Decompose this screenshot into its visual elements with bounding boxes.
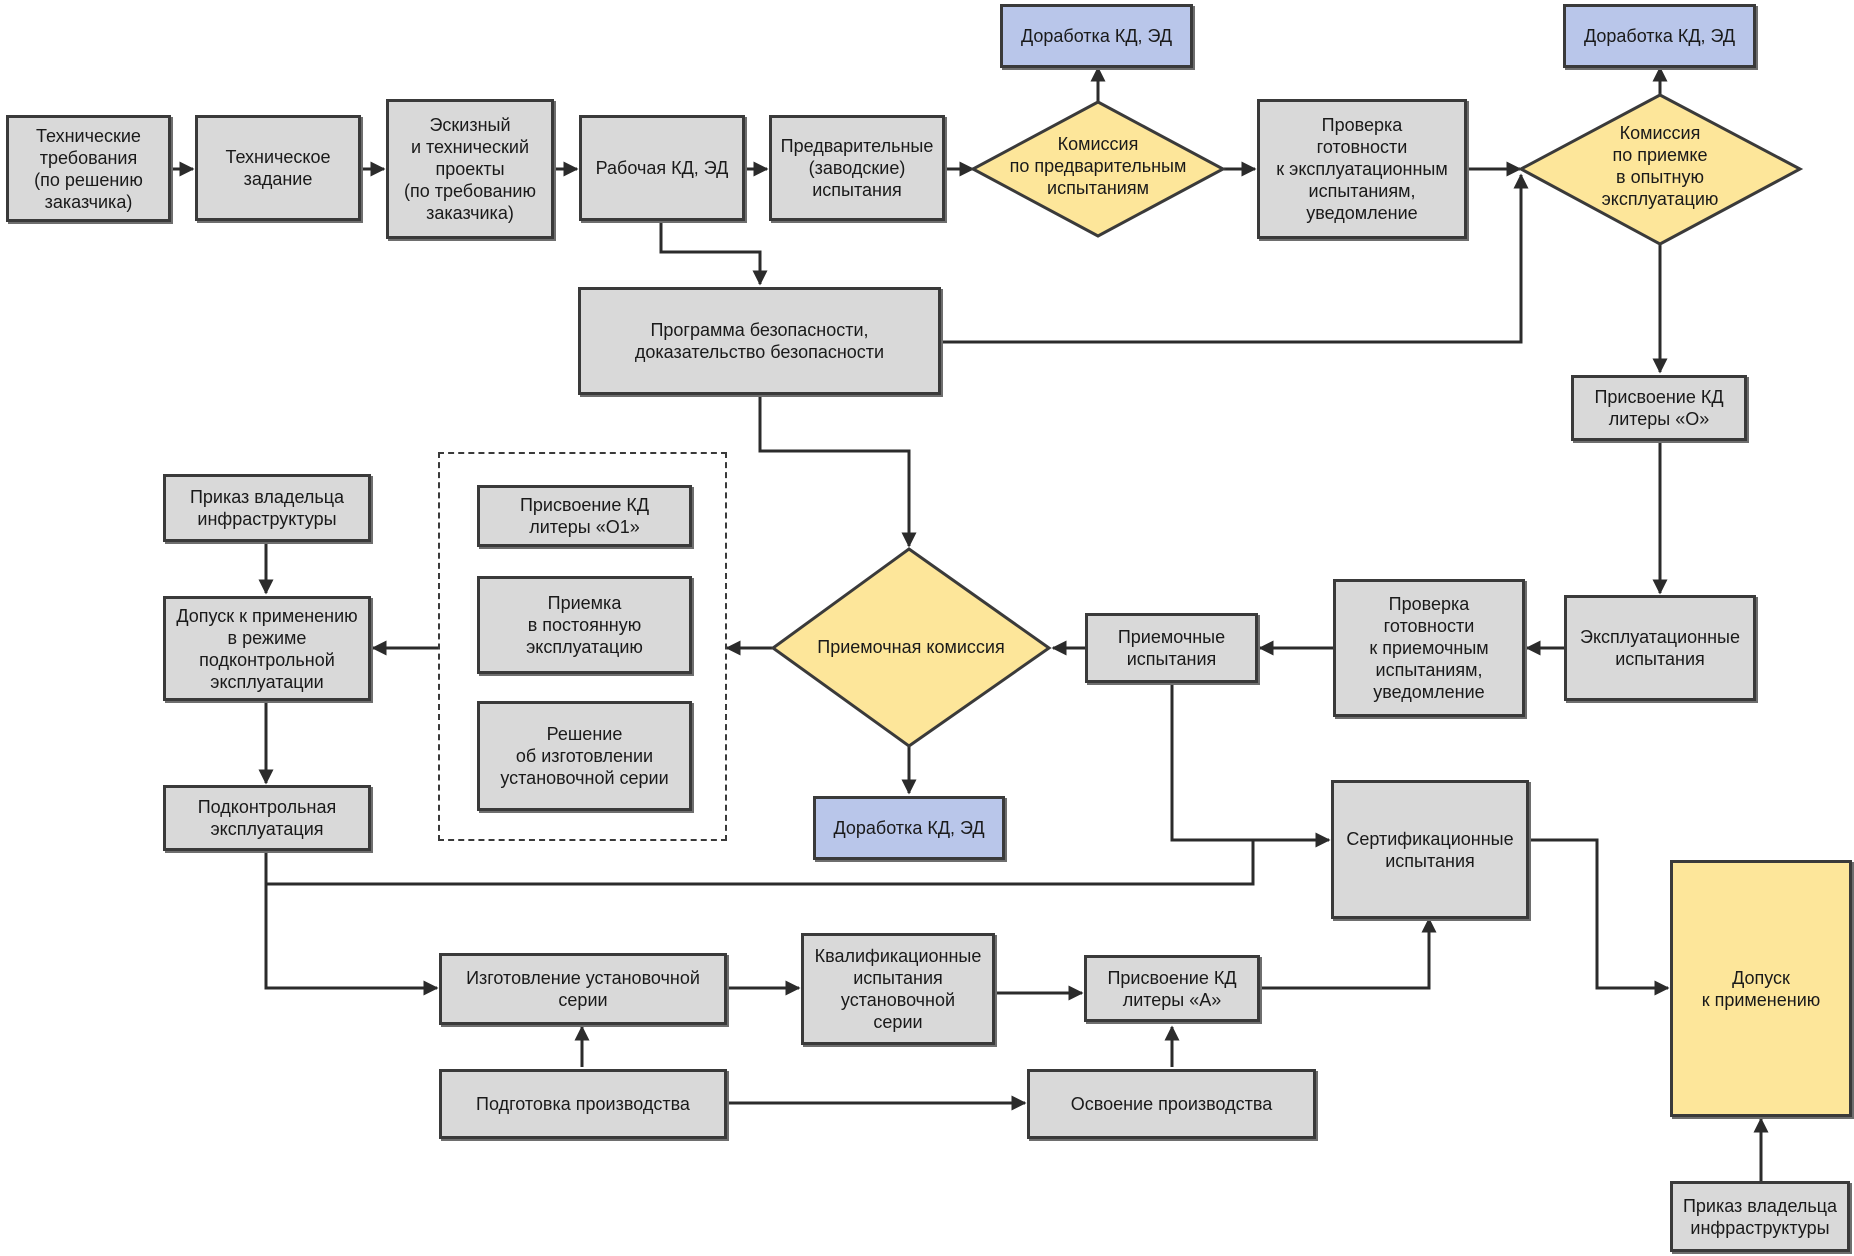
check-ready-accept-box: Проверка готовности к приемочным испытан… <box>1333 579 1525 717</box>
connectors <box>170 66 1769 1181</box>
working-kd-box: Рабочая КД, ЭД <box>579 115 745 221</box>
connector-controlled-series <box>264 884 439 996</box>
make-series-box: Изготовление установочной серии <box>439 953 727 1025</box>
connector-accepttests-cert <box>1170 683 1331 848</box>
rework-kd-mid: Доработка КД, ЭД <box>813 796 1005 860</box>
rework-kd-top2: Доработка КД, ЭД <box>1563 4 1756 68</box>
admit-controlled-box: Допуск к применению в режиме подконтроль… <box>163 596 371 701</box>
tech-task-box: Техническое задание <box>195 115 361 221</box>
qual-tests-box: Квалификационные испытания установочной … <box>801 933 995 1045</box>
connector-cert-final <box>1529 838 1670 996</box>
rework-kd-top1: Доработка КД, ЭД <box>1000 4 1193 68</box>
controlled-ops-box: Подконтрольная эксплуатация <box>163 785 371 851</box>
connector-workkd-safety <box>659 221 768 286</box>
accept-permanent-box: Приемка в постоянную эксплуатацию <box>477 576 692 674</box>
commission-outputs-group <box>438 452 727 841</box>
master-production-box: Освоение производства <box>1027 1069 1316 1139</box>
prep-production-box: Подготовка производства <box>439 1069 727 1139</box>
prelim-tests-box: Предварительные (заводские) испытания <box>769 115 945 221</box>
ops-tests-box: Эксплуатационные испытания <box>1564 595 1756 701</box>
diamond-commission-trial <box>1517 93 1804 246</box>
decision-series-box: Решение об изготовлении установочной сер… <box>477 701 692 811</box>
commission-trial-label: Комиссия по приемке в опытную эксплуатац… <box>1601 123 1719 209</box>
owner-order-box-1: Приказ владельца инфраструктуры <box>163 474 371 542</box>
diamond-acceptance-commission <box>770 547 1052 748</box>
assign-letter-o1-box: Присвоение КД литеры «О1» <box>477 485 692 547</box>
commission-prelim-label: Комиссия по предварительным испытаниям <box>1009 134 1187 198</box>
diamond-commission-prelim <box>969 100 1227 238</box>
connector-assigna-cert <box>1260 917 1437 990</box>
sketch-projects-box: Эскизный и технический проекты (по требо… <box>386 99 554 239</box>
check-ready-ops-box: Проверка готовности к эксплуатационным и… <box>1257 99 1467 239</box>
assign-letter-o-box: Присвоение КД литеры «О» <box>1571 375 1747 441</box>
acceptance-commission-label: Приемочная комиссия <box>817 637 1005 657</box>
connector-controlled-cert <box>264 840 1255 886</box>
owner-order-box-2: Приказ владельца инфраструктуры <box>1670 1181 1850 1252</box>
connector-safety-acceptance <box>758 395 917 548</box>
tech-requirements-box: Технические требования (по решению заказ… <box>6 115 171 222</box>
safety-program-box: Программа безопасности, доказательство б… <box>578 287 941 395</box>
assign-letter-a-box: Присвоение КД литеры «А» <box>1084 955 1260 1022</box>
connector-safety-trial <box>941 173 1529 344</box>
final-admission-box: Допуск к применению <box>1670 860 1852 1117</box>
certification-tests-box: Сертификационные испытания <box>1331 780 1529 919</box>
acceptance-tests-box: Приемочные испытания <box>1085 613 1258 683</box>
decisions <box>770 93 1804 748</box>
